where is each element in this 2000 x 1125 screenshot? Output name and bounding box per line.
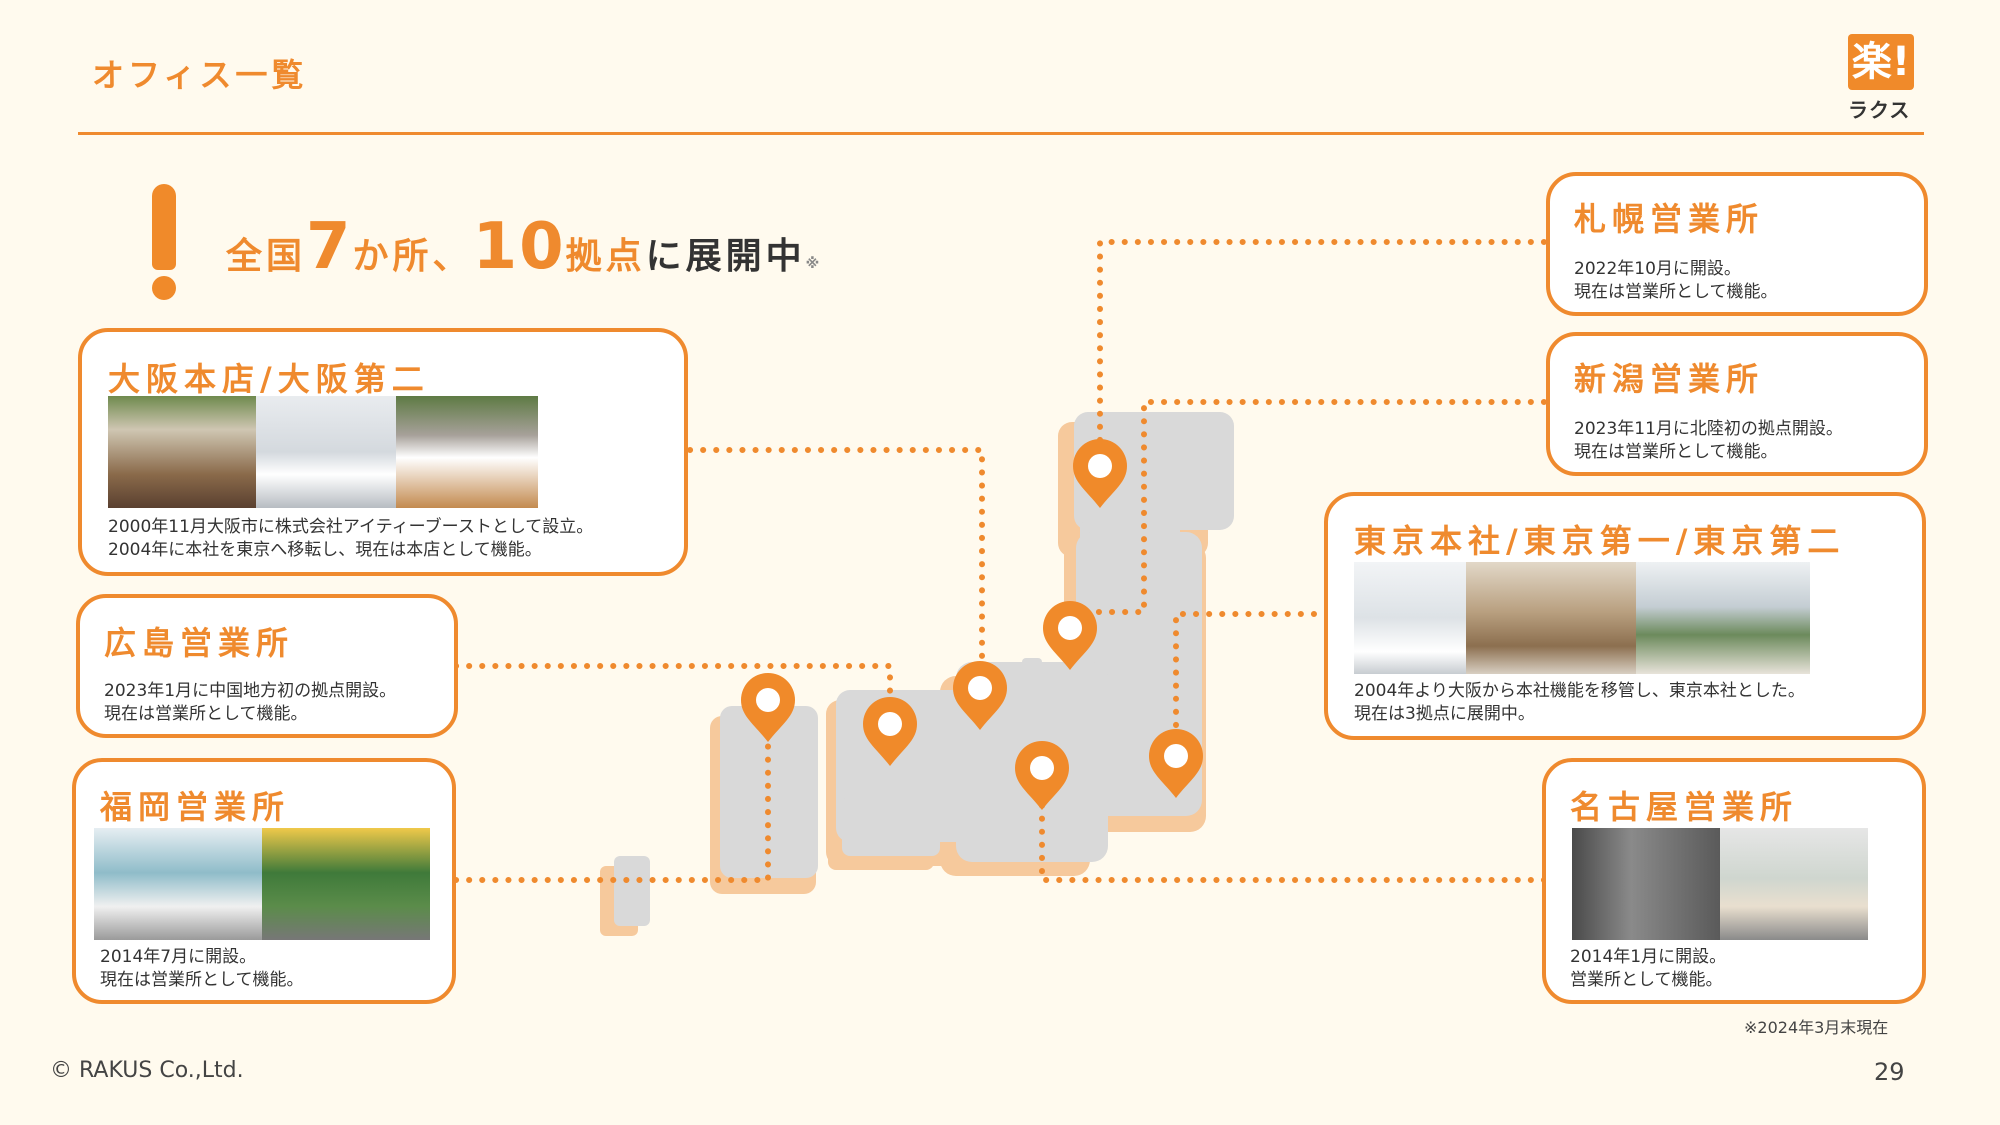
map-pins [741, 439, 1203, 810]
card-sapporo: 札幌営業所 2022年10月に開設。 現在は営業所として機能。 [1546, 172, 1928, 316]
office-photo-fukuoka [94, 828, 430, 940]
headline-part1: 全国 [226, 236, 307, 277]
card-desc: 2022年10月に開設。 現在は営業所として機能。 [1574, 258, 1778, 304]
card-desc: 2023年1月に中国地方初の拠点開設。 現在は営業所として機能。 [104, 680, 396, 726]
pin-tokyo-icon [1149, 729, 1203, 798]
card-title: 大阪本店/大阪第二 [108, 360, 430, 398]
office-photo-nagoya [1572, 828, 1868, 940]
line-fukuoka [453, 701, 771, 883]
logo-text: ラクス [1848, 98, 1911, 122]
footnote: ※2024年3月末現在 [1744, 1018, 1889, 1037]
card-desc: 2014年1月に開設。 営業所として機能。 [1570, 946, 1726, 992]
card-tokyo: 東京本社/東京第一/東京第二 2004年より大阪から本社機能を移管し、東京本社と… [1324, 492, 1926, 740]
pin-nagoya-icon [1015, 741, 1069, 810]
desc-line: 現在は営業所として機能。 [1574, 282, 1778, 302]
copyright: © RAKUS Co.,Ltd. [50, 1058, 244, 1083]
pin-fukuoka-icon [741, 673, 795, 742]
card-nagoya: 名古屋営業所 2014年1月に開設。 営業所として機能。 [1542, 758, 1926, 1004]
card-desc: 2000年11月大阪市に株式会社アイティーブーストとして設立。 2004年に本社… [108, 516, 593, 562]
line-sapporo [1097, 239, 1547, 473]
card-title: 東京本社/東京第一/東京第二 [1354, 522, 1846, 560]
office-photo-osaka [108, 396, 538, 508]
card-title: 福岡営業所 [100, 788, 291, 826]
card-title: 札幌営業所 [1574, 200, 1765, 238]
exclamation-icon [150, 180, 180, 300]
desc-line: 2023年11月に北陸初の拠点開設。 [1574, 419, 1843, 439]
pin-niigata-icon [1043, 601, 1097, 670]
card-title: 新潟営業所 [1574, 360, 1765, 398]
page-title: オフィス一覧 [92, 56, 308, 94]
desc-line: 営業所として機能。 [1570, 970, 1723, 990]
desc-line: 2004年より大阪から本社機能を移管し、東京本社とした。 [1354, 681, 1805, 701]
desc-line: 2014年1月に開設。 [1570, 947, 1727, 967]
card-desc: 2004年より大阪から本社機能を移管し、東京本社とした。 現在は3拠点に展開中。 [1354, 680, 1805, 726]
headline-note-mark: ※ [805, 256, 820, 272]
headline-part2: か所、 [352, 236, 473, 277]
desc-line: 現在は営業所として機能。 [104, 704, 308, 724]
logo-mark: 楽! [1848, 34, 1914, 90]
pin-sapporo-icon [1073, 439, 1127, 508]
card-desc: 2014年7月に開設。 現在は営業所として機能。 [100, 946, 304, 992]
desc-line: 2014年7月に開設。 [100, 947, 257, 967]
headline-part4: に展開中 [645, 236, 806, 277]
desc-line: 2004年に本社を東京へ移転し、現在は本店として機能。 [108, 540, 542, 560]
office-photo-tokyo [1354, 562, 1810, 674]
desc-line: 2022年10月に開設。 [1574, 259, 1741, 279]
rakus-logo: 楽! ラクス [1848, 34, 1920, 124]
headline-part3: 拠点 [565, 236, 646, 277]
desc-line: 現在は3拠点に展開中。 [1354, 704, 1535, 724]
line-osaka [687, 447, 985, 689]
desc-line: 2023年1月に中国地方初の拠点開設。 [104, 681, 397, 701]
desc-line: 現在は営業所として機能。 [100, 970, 304, 990]
headline-num1: 7 [306, 210, 353, 284]
line-niigata [1071, 399, 1547, 615]
desc-line: 現在は営業所として機能。 [1574, 442, 1778, 462]
card-hiroshima: 広島営業所 2023年1月に中国地方初の拠点開設。 現在は営業所として機能。 [76, 594, 458, 738]
card-osaka: 大阪本店/大阪第二 2000年11月大阪市に株式会社アイティーブーストとして設立… [78, 328, 688, 576]
map-land [614, 412, 1234, 926]
card-desc: 2023年11月に北陸初の拠点開設。 現在は営業所として機能。 [1574, 418, 1843, 464]
card-title: 名古屋営業所 [1570, 788, 1799, 826]
card-fukuoka: 福岡営業所 2014年7月に開設。 現在は営業所として機能。 [72, 758, 456, 1004]
card-niigata: 新潟営業所 2023年11月に北陸初の拠点開設。 現在は営業所として機能。 [1546, 332, 1928, 476]
line-hiroshima [453, 663, 893, 721]
pin-hiroshima-icon [863, 697, 917, 766]
headline-text: 全国7か所、10拠点に展開中※ [226, 210, 819, 284]
card-title: 広島営業所 [104, 624, 295, 662]
desc-line: 2000年11月大阪市に株式会社アイティーブーストとして設立。 [108, 517, 594, 537]
pin-osaka-icon [953, 661, 1007, 730]
header-divider [78, 132, 1924, 135]
headline-num2: 10 [472, 210, 566, 284]
page-number: 29 [1874, 1058, 1905, 1086]
